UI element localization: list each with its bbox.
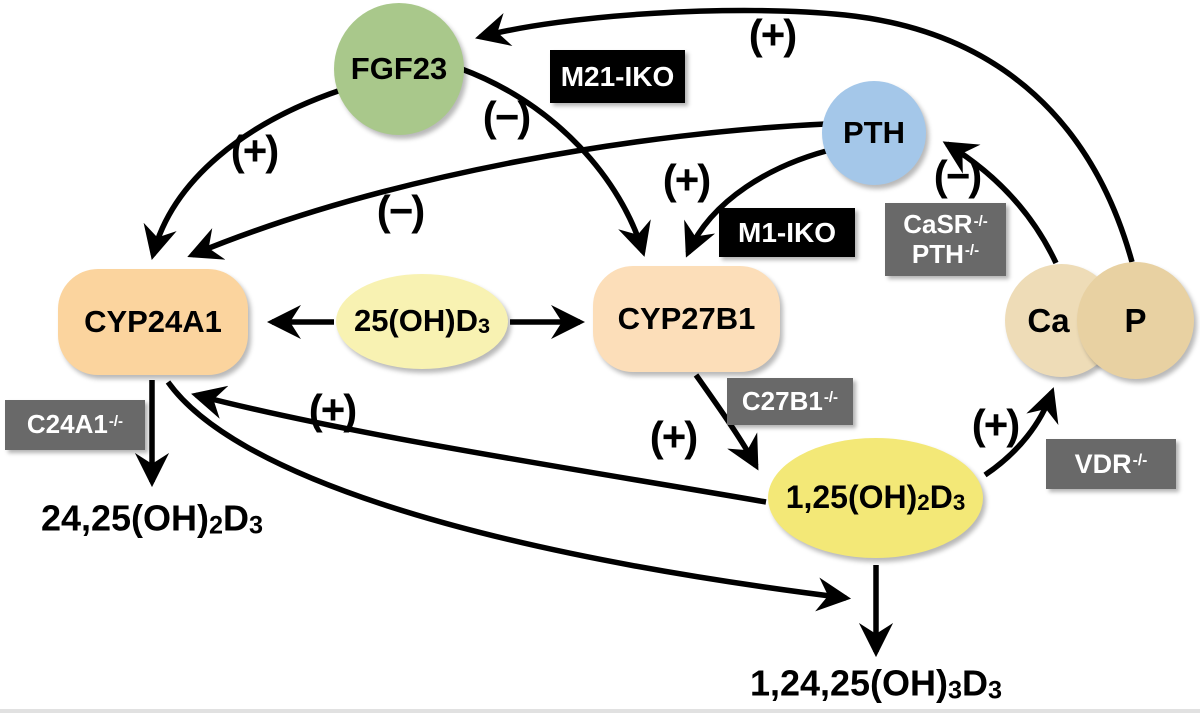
label-12425ohd3: 1,24,25(OH)3D3	[749, 662, 1003, 705]
node-pth: PTH	[822, 81, 926, 185]
figure-bottom-edge	[0, 709, 1200, 713]
arrow-fgf23-to-cyp24a1	[143, 87, 342, 260]
sign-fgf23-to-cyp24a1: (+)	[230, 127, 279, 174]
node-cyp24a1: CYP24A1	[58, 269, 248, 375]
knockout-m1-iko-label: M1-IKO	[738, 216, 836, 248]
knockout-casr-pth: CaSR-/- PTH-/-	[885, 203, 1006, 276]
label-sup: -/-	[973, 212, 988, 230]
arrow-ca-to-pth	[942, 141, 1059, 265]
knockout-vdr-label: VDR-/-	[1074, 448, 1148, 479]
arrow-cyp27b1-to-125ohd3	[693, 373, 759, 471]
knockout-pth-label: PTH-/-	[911, 238, 980, 269]
knockout-m1-iko: M1-IKO	[719, 208, 855, 257]
node-phosphate: P	[1077, 262, 1194, 379]
label-sup: -/-	[1132, 451, 1148, 469]
arrow-cyp24a1-to-12425ohd3	[165, 380, 852, 612]
knockout-vdr: VDR-/-	[1046, 439, 1176, 489]
node-fgf23-label: FGF23	[350, 51, 448, 86]
label-sub: 3	[948, 676, 963, 705]
node-pth-label: PTH	[843, 115, 905, 150]
label-sub: 2	[209, 511, 224, 540]
knockout-m21-iko: M21-IKO	[550, 50, 685, 103]
node-cyp27b1: CYP27B1	[593, 266, 780, 372]
sign-ca-to-pth: (−)	[933, 152, 982, 199]
arrow-fgf23-to-cyp27b1	[458, 65, 651, 257]
sign-fgf23-to-cyp27b1: (−)	[482, 93, 531, 140]
node-fgf23: FGF23	[334, 3, 464, 135]
node-cyp24a1-label: CYP24A1	[84, 304, 222, 339]
sign-cyp27b1-to-125ohd3: (+)	[649, 413, 698, 460]
label-sub: 3	[477, 313, 491, 339]
arrow-group	[134, 7, 1135, 658]
node-calcium-label: Ca	[1027, 301, 1070, 339]
arrow-pth-to-cyp24a1	[187, 121, 827, 260]
node-125ohd3: 1,25(OH)2D3	[768, 438, 983, 558]
node-25ohd3-label: 25(OH)D3	[353, 303, 491, 339]
node-cyp27b1-label: CYP27B1	[617, 301, 756, 336]
sign-pth-to-cyp27b1: (+)	[662, 156, 711, 203]
knockout-c27b1: C27B1-/-	[727, 378, 853, 425]
arrow-p-to-fgf23	[475, 7, 1135, 263]
sign-p-to-fgf23: (+)	[748, 11, 797, 58]
sign-125ohd3-to-ca: (+)	[971, 401, 1020, 448]
arrow-pth-to-cyp27b1	[684, 145, 839, 258]
label-2425ohd3: 24,25(OH)2D3	[40, 497, 264, 540]
node-phosphate-label: P	[1124, 301, 1147, 339]
knockout-m21-iko-label: M21-IKO	[560, 60, 675, 92]
label-sub: 3	[249, 511, 264, 540]
label-sup: -/-	[108, 412, 124, 430]
arrow-125ohd3-to-ca	[983, 387, 1059, 478]
label-sup: -/-	[964, 241, 980, 259]
knockout-c24a1: C24A1-/-	[5, 400, 145, 450]
label-sub: 3	[988, 676, 1003, 705]
arrow-125ohd3-to-cyp24a1	[191, 385, 767, 505]
sign-pth-to-cyp24a1: (−)	[376, 187, 425, 234]
label-sup: -/-	[823, 389, 839, 407]
knockout-c27b1-label: C27B1-/-	[741, 385, 839, 416]
knockout-casr-label: CaSR-/-	[903, 209, 988, 240]
sign-125ohd3-to-cyp24a1: (+)	[308, 386, 357, 433]
label-sub: 2	[917, 490, 930, 516]
knockout-c24a1-label: C24A1-/-	[26, 409, 124, 440]
node-25ohd3: 25(OH)D3	[336, 274, 508, 369]
label-sub: 3	[952, 490, 966, 516]
node-125ohd3-label: 1,25(OH)2D3	[785, 479, 966, 516]
